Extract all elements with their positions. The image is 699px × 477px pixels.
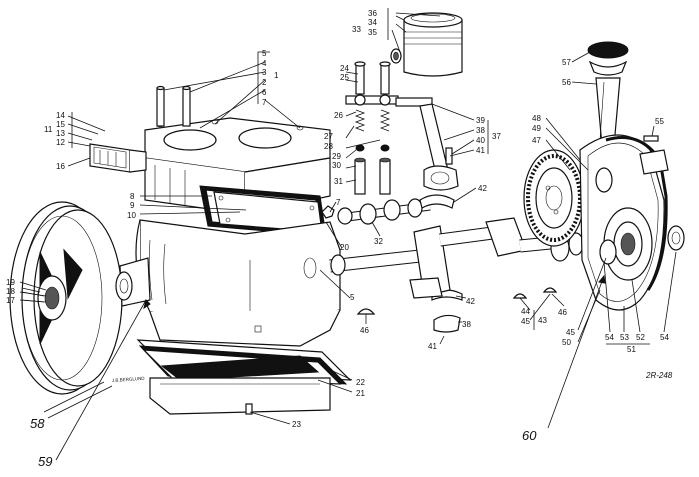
woodruff-keys xyxy=(356,287,558,315)
callout-54: 54 xyxy=(605,333,614,342)
callout-36: 36 xyxy=(368,9,377,18)
callout-13: 13 xyxy=(56,129,65,138)
callout-29: 29 xyxy=(332,152,341,161)
callout-10: 10 xyxy=(127,211,136,220)
timing-gear xyxy=(523,149,585,247)
callout-25: 25 xyxy=(340,73,349,82)
callout-20: 20 xyxy=(340,243,349,252)
callout-54b: 54 xyxy=(660,333,669,342)
callout-15: 15 xyxy=(56,120,65,129)
callout-27: 27 xyxy=(324,132,333,141)
leader-lines xyxy=(19,8,677,461)
callout-37: 37 xyxy=(492,132,501,141)
callout-3: 3 xyxy=(262,68,267,77)
callout-17: 17 xyxy=(6,296,15,305)
head-studs xyxy=(156,85,191,127)
callout-33: 33 xyxy=(352,25,361,34)
callout-16: 16 xyxy=(56,162,65,171)
air-filter-box xyxy=(89,143,147,173)
v-belt-pulley xyxy=(9,201,123,395)
bearing-shells xyxy=(419,194,463,301)
callout-40: 40 xyxy=(476,136,485,145)
callout-42: 42 xyxy=(478,184,487,193)
callout-60: 60 xyxy=(522,428,537,443)
callout-11: 11 xyxy=(44,125,53,134)
callout-5b: 5 xyxy=(350,293,355,302)
callout-24: 24 xyxy=(340,64,349,73)
callout-44: 44 xyxy=(521,307,530,316)
callout-56: 56 xyxy=(562,78,571,87)
callout-labels: 1 2 3 4 5 6 7 8 9 10 11 12 13 14 15 16 1… xyxy=(6,9,669,469)
callout-1: 1 xyxy=(274,71,279,80)
callout-21: 21 xyxy=(356,389,365,398)
callout-51: 51 xyxy=(627,345,636,354)
callout-45: 45 xyxy=(521,317,530,326)
callout-43: 43 xyxy=(538,316,547,325)
callout-32: 32 xyxy=(374,237,383,246)
callout-38b: 38 xyxy=(462,320,471,329)
timing-cover xyxy=(579,134,669,311)
callout-58: 58 xyxy=(30,416,45,431)
callout-28: 28 xyxy=(324,142,333,151)
callout-45b: 45 xyxy=(566,328,575,337)
callout-48: 48 xyxy=(532,114,541,123)
callout-50: 50 xyxy=(562,338,571,347)
callout-9: 9 xyxy=(130,201,135,210)
callout-12: 12 xyxy=(56,138,65,147)
valve-train xyxy=(345,61,399,195)
callout-53: 53 xyxy=(620,333,629,342)
crankcase-block xyxy=(115,219,341,353)
callout-8: 8 xyxy=(130,192,135,201)
callout-2: 2 xyxy=(262,78,267,87)
callout-14: 14 xyxy=(56,111,65,120)
callout-41: 41 xyxy=(476,146,485,155)
engraving-text: J.B.BERGLUND xyxy=(112,376,146,383)
callout-18: 18 xyxy=(6,287,15,296)
connecting-rod xyxy=(419,103,459,191)
callout-41b: 41 xyxy=(428,342,437,351)
callout-22: 22 xyxy=(356,378,365,387)
diagram-code: 2R-248 xyxy=(645,371,673,380)
callout-49: 49 xyxy=(532,124,541,133)
callout-57: 57 xyxy=(562,58,571,67)
piston xyxy=(390,12,463,107)
callout-31: 31 xyxy=(334,177,343,186)
callout-52: 52 xyxy=(636,333,645,342)
callout-46b: 46 xyxy=(558,308,567,317)
callout-55: 55 xyxy=(655,117,664,126)
callout-59: 59 xyxy=(38,454,52,469)
callout-39: 39 xyxy=(476,116,485,125)
callout-30: 30 xyxy=(332,161,341,170)
oil-sump xyxy=(136,339,352,415)
callout-5: 5 xyxy=(262,49,267,58)
callout-23: 23 xyxy=(292,420,301,429)
camshaft xyxy=(321,198,431,225)
callout-7: 7 xyxy=(262,98,267,107)
callout-46: 46 xyxy=(360,326,369,335)
callout-4: 4 xyxy=(262,59,267,68)
callout-38: 38 xyxy=(476,126,485,135)
callout-6: 6 xyxy=(262,88,267,97)
oil-filler-cap xyxy=(587,41,629,147)
callout-35: 35 xyxy=(368,28,377,37)
callout-42b: 42 xyxy=(466,297,475,306)
callout-26: 26 xyxy=(334,111,343,120)
callout-47: 47 xyxy=(532,136,541,145)
callout-19: 19 xyxy=(6,278,15,287)
callout-7b: 7 xyxy=(336,198,341,207)
callout-34: 34 xyxy=(368,18,377,27)
seal-ring xyxy=(599,225,685,265)
